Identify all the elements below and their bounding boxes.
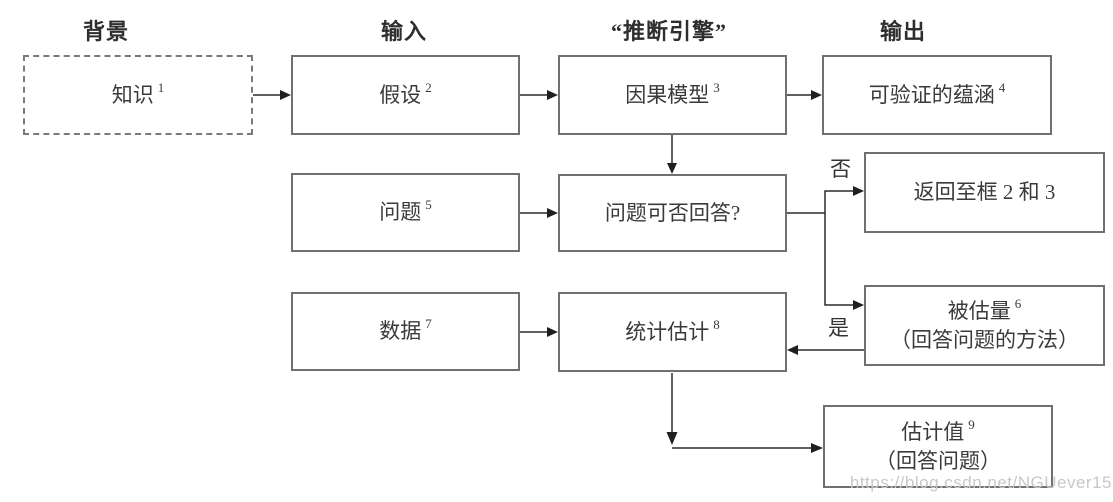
edge-decision-branch-no: [787, 186, 864, 214]
edge-data-to-estimation: [520, 327, 558, 337]
edge-knowledge-to-assumptions: [253, 90, 291, 100]
box-return-to-boxes-2-and-3: 返回至框 2 和 3: [864, 152, 1105, 233]
edge-assumptions-to-causal-model: [520, 90, 558, 100]
superscript: 2: [425, 79, 432, 95]
edge-label-no: 否: [830, 157, 851, 181]
superscript: 6: [1014, 296, 1022, 312]
column-header-input: 输入: [380, 19, 428, 44]
box-label: 返回至框 2 和 3: [913, 180, 1056, 205]
column-header-background: 背景: [82, 19, 130, 44]
watermark-text: https://blog.csdn.net/NGUever15: [849, 473, 1112, 492]
edge-estimation-down: [666, 373, 678, 445]
box-sublabel: （回答问题的方法）: [890, 327, 1079, 352]
edge-decision-branch-yes: [824, 213, 864, 310]
column-header-output: 输出: [879, 19, 927, 44]
edge-estimation-to-estimate: [672, 443, 823, 453]
superscript: 9: [968, 417, 975, 433]
box-sublabel: （回答问题）: [875, 448, 1001, 473]
box-label: 问题可否回答?: [604, 200, 741, 225]
box-decision-can-query-be-answered: 问题可否回答?: [558, 174, 787, 252]
edge-causal-model-to-decision: [667, 135, 677, 174]
edge-causal-model-to-testable-implications: [787, 90, 822, 100]
column-header-inference-engine: “推断引擎”: [610, 19, 728, 44]
superscript: 3: [713, 79, 720, 95]
superscript: 5: [425, 197, 432, 213]
edge-query-to-decision: [520, 208, 558, 218]
superscript: 4: [998, 79, 1006, 95]
superscript: 7: [425, 316, 432, 332]
superscript: 1: [157, 79, 165, 95]
edge-estimand-to-estimation: [787, 345, 864, 355]
superscript: 8: [713, 316, 720, 332]
edge-label-yes: 是: [828, 316, 849, 340]
